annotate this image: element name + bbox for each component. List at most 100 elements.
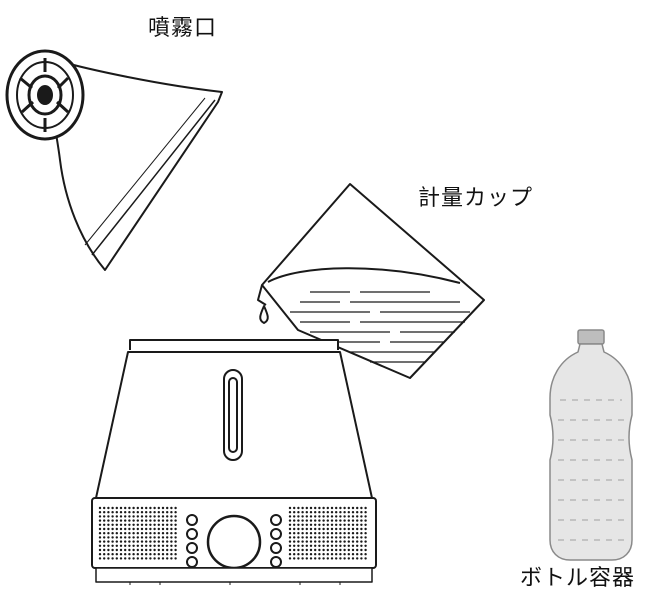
grille-dot	[107, 515, 110, 518]
grille-dot	[322, 532, 325, 535]
grille-dot	[356, 548, 359, 552]
grille-dot	[293, 506, 296, 510]
grille-dot	[288, 519, 292, 522]
grille-dot	[115, 532, 119, 535]
grille-dot	[115, 536, 119, 539]
grille-dot	[157, 523, 160, 526]
grille-dot	[132, 532, 135, 535]
grille-dot	[297, 511, 300, 514]
grille-dot	[145, 511, 148, 514]
grille-dot	[330, 506, 334, 510]
grille-dot	[364, 523, 367, 526]
grille-dot	[293, 523, 296, 526]
grille-dot	[322, 557, 325, 560]
grille-dot	[153, 548, 156, 552]
grille-dot	[314, 557, 317, 560]
grille-dot	[124, 557, 127, 560]
grille-dot	[140, 540, 144, 543]
grille-dot	[166, 515, 169, 518]
grille-dot	[170, 544, 173, 547]
grille-dot	[128, 506, 131, 510]
grille-dot	[314, 515, 317, 518]
grille-dot	[351, 536, 355, 539]
grille-dot	[140, 523, 144, 526]
grille-dot	[305, 536, 308, 539]
grille-dot	[103, 506, 106, 510]
grille-dot	[322, 519, 325, 522]
grille-dot	[161, 557, 165, 560]
grille-dot	[140, 506, 144, 510]
grille-dot	[288, 523, 292, 526]
grille-dot	[107, 540, 110, 543]
grille-dot	[293, 515, 296, 518]
grille-dot	[128, 527, 131, 531]
grille-dot	[326, 506, 329, 510]
grille-dot	[343, 553, 346, 556]
grille-dot	[335, 519, 338, 522]
grille-dot	[128, 540, 131, 543]
grille-dot	[128, 523, 131, 526]
grille-dot	[326, 548, 329, 552]
grille-dot	[119, 540, 123, 543]
grille-dot	[149, 515, 152, 518]
grille-dot	[153, 506, 156, 510]
grille-dot	[301, 540, 304, 543]
grille-dot	[314, 527, 317, 531]
grille-dot	[293, 536, 296, 539]
grille-dot	[174, 511, 177, 514]
grille-dot	[343, 540, 346, 543]
grille-dot	[111, 527, 114, 531]
grille-dot	[360, 548, 363, 552]
grille-dot	[314, 540, 317, 543]
grille-dot	[124, 544, 127, 547]
grille-dot	[132, 540, 135, 543]
grille-dot	[322, 540, 325, 543]
grille-dot	[103, 557, 106, 560]
grille-dot	[107, 519, 110, 522]
grille-dot	[166, 553, 169, 556]
grille-dot	[119, 548, 123, 552]
grille-dot	[170, 548, 173, 552]
grille-dot	[364, 548, 367, 552]
grille-dot	[140, 548, 144, 552]
grille-dot	[136, 506, 139, 510]
grille-dot	[166, 557, 169, 560]
grille-dot	[301, 544, 304, 547]
grille-dot	[343, 557, 346, 560]
grille-dot	[119, 523, 123, 526]
grille-dot	[343, 515, 346, 518]
grille-dot	[347, 523, 350, 526]
grille-dot	[309, 515, 313, 518]
grille-dot	[170, 553, 173, 556]
grille-dot	[339, 515, 342, 518]
grille-dot	[161, 540, 165, 543]
grille-dot	[330, 515, 334, 518]
grille-dot	[293, 527, 296, 531]
grille-dot	[98, 548, 102, 552]
grille-dot	[157, 548, 160, 552]
grille-dot	[293, 519, 296, 522]
speaker-grille-left	[98, 506, 177, 560]
grille-dot	[318, 515, 321, 518]
grille-dot	[145, 557, 148, 560]
grille-dot	[132, 519, 135, 522]
grille-dot	[115, 540, 119, 543]
grille-dot	[301, 548, 304, 552]
grille-dot	[153, 557, 156, 560]
grille-dot	[301, 519, 304, 522]
grille-dot	[343, 506, 346, 510]
grille-dot	[145, 544, 148, 547]
grille-dot	[103, 544, 106, 547]
grille-dot	[174, 523, 177, 526]
grille-dot	[305, 506, 308, 510]
grille-dot	[124, 553, 127, 556]
grille-dot	[98, 553, 102, 556]
grille-dot	[153, 519, 156, 522]
grille-dot	[297, 515, 300, 518]
measuring-cup-label: 計量カップ	[418, 186, 534, 211]
grille-dot	[145, 519, 148, 522]
grille-dot	[326, 523, 329, 526]
grille-dot	[364, 519, 367, 522]
grille-dot	[326, 519, 329, 522]
grille-dot	[318, 536, 321, 539]
